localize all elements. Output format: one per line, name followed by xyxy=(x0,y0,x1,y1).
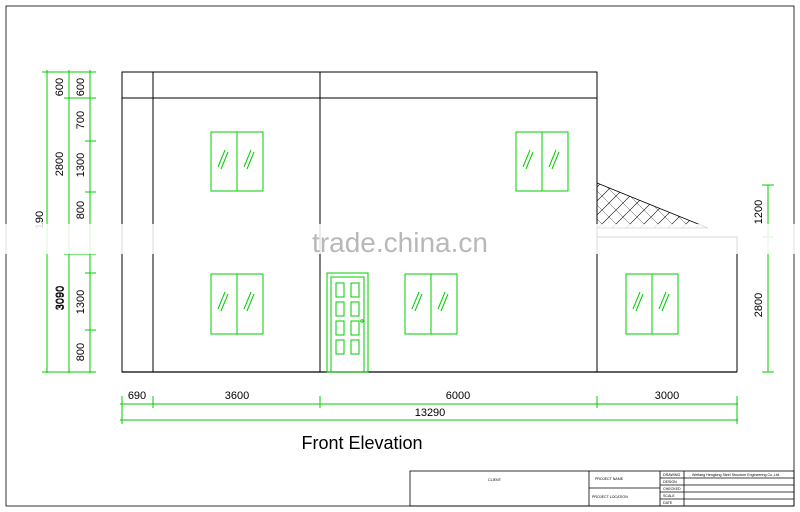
title-date-label: DATE xyxy=(663,501,673,505)
dim-bottom-1: 690 xyxy=(128,390,146,402)
watermark-text: trade.china.cn xyxy=(312,227,488,258)
title-project-location-label: PROJECT LOCATION xyxy=(592,495,628,499)
dim-left-middle-lower-1: 3090 xyxy=(54,286,66,310)
window-lower-left xyxy=(210,273,264,335)
window-lower-center xyxy=(404,273,458,335)
window-upper-left xyxy=(210,131,264,192)
dim-left-middle-upper-2: 2800 xyxy=(54,152,66,176)
dim-left-inner-6: 800 xyxy=(75,343,87,361)
dim-bottom-4: 3000 xyxy=(655,390,679,402)
upper-windows xyxy=(210,131,569,192)
dim-left-middle-upper-1: 600 xyxy=(54,78,66,96)
title-checked-label: CHECKED xyxy=(663,487,681,491)
title-project-name-label: PROJECT NAME xyxy=(595,477,624,481)
dim-left-outer-bottom-total: 3090 xyxy=(55,286,67,310)
dim-left-inner-5: 1300 xyxy=(75,290,87,314)
window-lower-annex xyxy=(625,273,679,335)
annex-roof-tiles xyxy=(596,182,709,229)
dim-right-upper: 1200 xyxy=(753,200,765,224)
dimension-labels: 190 3090 600 2800 3090 600 700 1300 800 … xyxy=(34,78,765,419)
dim-left-inner-1: 600 xyxy=(75,78,87,96)
dim-bottom-3: 6000 xyxy=(446,390,470,402)
watermark-band xyxy=(0,224,800,254)
title-company: Weifang Henglong Steel Structure Enginee… xyxy=(692,473,780,477)
title-design-label: DESIGN xyxy=(663,480,677,484)
drawing-title: Front Elevation xyxy=(301,433,422,453)
dim-bottom-2: 3600 xyxy=(225,390,249,402)
bottom-dimension-lines xyxy=(120,396,738,424)
annex-roof xyxy=(596,182,709,229)
title-block-labels: CLIENT: PROJECT NAME PROJECT LOCATION DR… xyxy=(488,473,780,505)
dim-left-inner-2: 700 xyxy=(75,111,87,129)
dim-left-inner-4: 800 xyxy=(75,201,87,219)
dim-left-inner-3: 1300 xyxy=(75,153,87,177)
dim-bottom-total: 13290 xyxy=(415,407,446,419)
title-drawing-label: DRAWING xyxy=(663,473,680,477)
lower-openings xyxy=(210,272,679,373)
window-upper-right xyxy=(515,131,569,192)
left-dimension-lines xyxy=(42,70,96,373)
title-block xyxy=(409,470,795,507)
sheet-border xyxy=(5,5,795,507)
title-scale-label: SCALE xyxy=(663,494,675,498)
front-door xyxy=(326,272,369,373)
title-client-label: CLIENT: xyxy=(488,478,502,482)
dim-right-lower: 2800 xyxy=(753,293,765,317)
